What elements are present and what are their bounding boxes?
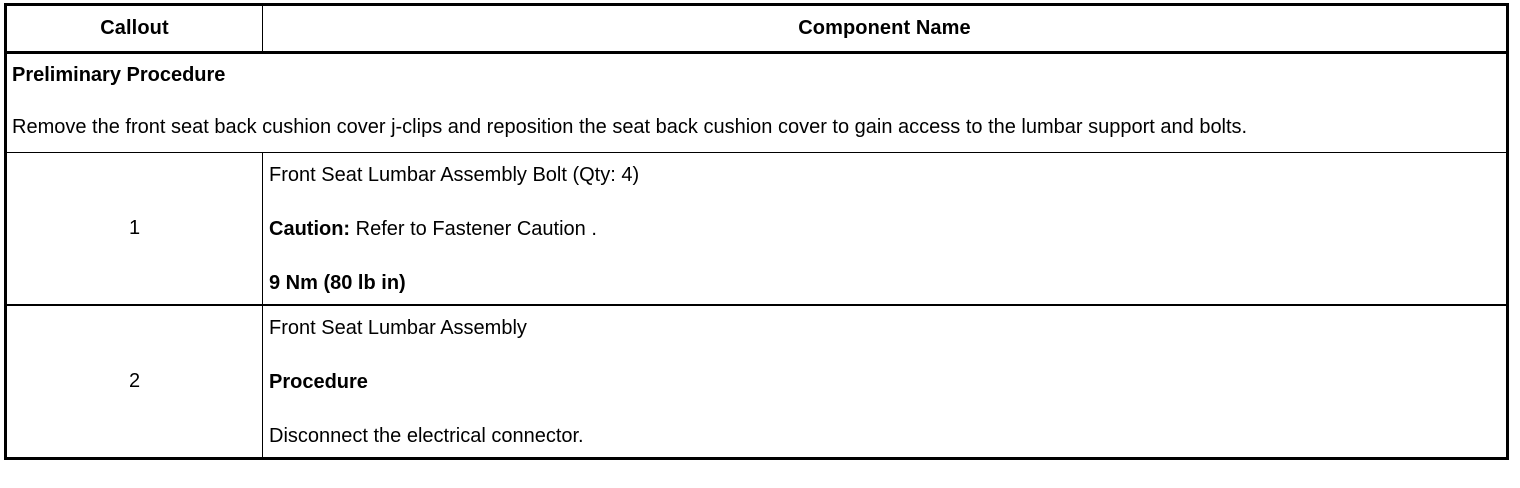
component-title: Front Seat Lumbar Assembly <box>269 317 527 339</box>
preliminary-procedure-cell: Preliminary Procedure Remove the front s… <box>4 52 1509 153</box>
torque-spec: 9 Nm (80 lb in) <box>269 272 406 294</box>
callout-number: 2 <box>4 305 263 460</box>
column-header-callout: Callout <box>4 3 263 54</box>
table-header-row: Callout Component Name <box>4 3 1509 54</box>
table-row: 1 Front Seat Lumbar Assembly Bolt (Qty: … <box>4 152 1509 306</box>
component-title: Front Seat Lumbar Assembly Bolt (Qty: 4) <box>269 164 640 186</box>
table-row: 2 Front Seat Lumbar Assembly Procedure D… <box>4 305 1509 460</box>
caution-label: Caution: <box>269 218 351 240</box>
component-description-cell: Front Seat Lumbar Assembly Procedure Dis… <box>262 305 1509 460</box>
parts-table: Callout Component Name Preliminary Proce… <box>4 3 1509 460</box>
preliminary-procedure-text: Remove the front seat back cushion cover… <box>12 116 1248 138</box>
column-header-component-name: Component Name <box>262 3 1509 54</box>
procedure-label: Procedure <box>269 371 368 393</box>
preliminary-procedure-row: Preliminary Procedure Remove the front s… <box>4 52 1509 153</box>
preliminary-procedure-heading: Preliminary Procedure <box>12 64 226 86</box>
callout-number: 1 <box>4 152 263 306</box>
procedure-step: Disconnect the electrical connector. <box>269 425 584 447</box>
caution-note: Caution: Refer to Fastener Caution . <box>269 216 1502 242</box>
component-description-cell: Front Seat Lumbar Assembly Bolt (Qty: 4)… <box>262 152 1509 306</box>
caution-text: Refer to Fastener Caution . <box>350 218 597 240</box>
